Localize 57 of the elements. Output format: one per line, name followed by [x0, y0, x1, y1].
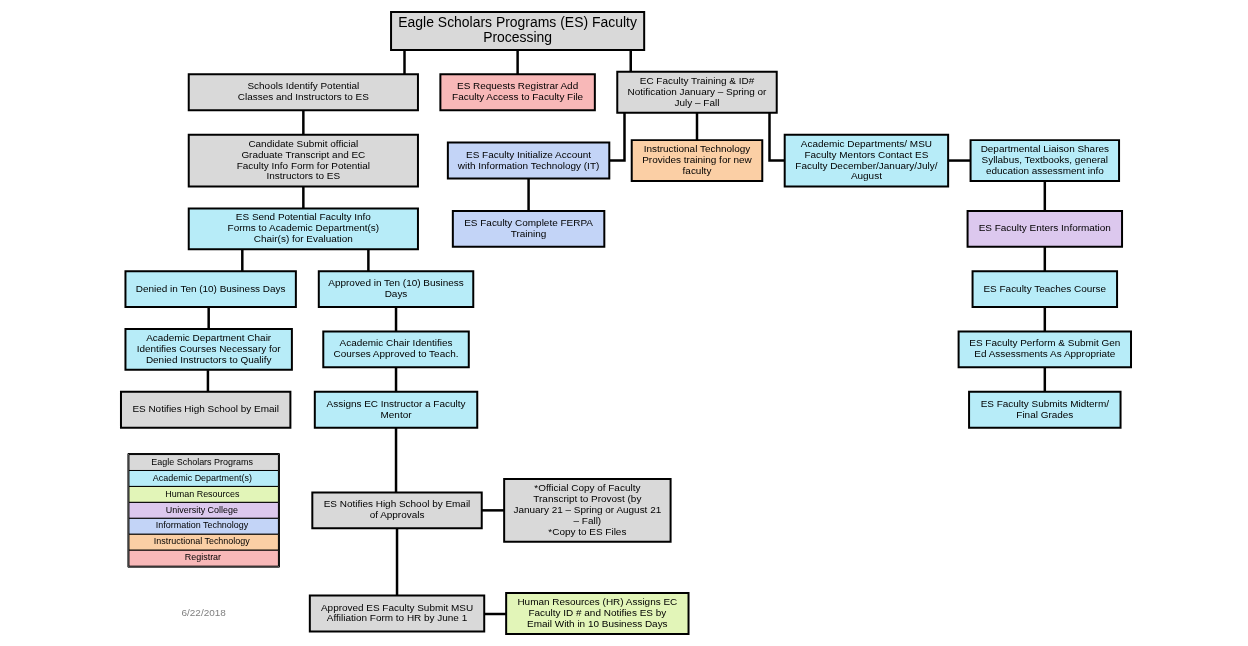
node-box: Approved ES Faculty Submit MSU Affiliation Form to HR by June 1 [308, 594, 486, 633]
connector [516, 50, 519, 75]
connector [367, 249, 370, 271]
node-box: ES Faculty Enters Information [966, 209, 1124, 248]
connector [241, 249, 244, 271]
node-box: ES Requests Registrar Add Faculty Access to Faculty File [439, 73, 596, 112]
node-box: Schools Identify Potential Classes and Instructors to ES [187, 73, 419, 112]
node-box: ES Faculty Initialize Account with Information Technology (IT) [446, 141, 611, 180]
node-box: Instructional Technology Provides training for new faculty [630, 139, 764, 182]
node-box: Candidate Submit official Graduate Transcript and EC Faculty Info Form for Potential Instructors to ES [187, 133, 419, 188]
node-box: Assigns EC Instructor a Faculty Mentor [313, 390, 479, 429]
connector [629, 50, 632, 72]
legend-label: University College [165, 504, 238, 515]
connector [695, 112, 699, 141]
node-box: ES Send Potential Faculty Info Forms to Academic Department(s) Chair(s) for Evaluation [187, 207, 419, 251]
connector [527, 178, 530, 211]
node-box: EC Faculty Training & ID# Notification January – Spring or July – Fall [616, 70, 778, 114]
node-box: ES Faculty Complete FERPA Training [451, 209, 606, 248]
connector [394, 427, 398, 493]
connector [481, 509, 504, 512]
connector [609, 112, 626, 162]
legend-label: Human Resources [165, 488, 240, 499]
node-box: ES Faculty Submits Midterm/ Final Grades [968, 390, 1122, 429]
connector [395, 528, 399, 596]
connector [394, 367, 398, 392]
node-box: ES Notifies High School by Email [119, 390, 292, 429]
node-box: Human Resources (HR) Assigns EC Faculty ID # and Notifies ES by Email With in 10 Business Days [505, 592, 690, 635]
connector [948, 159, 971, 162]
node-box: Departmental Liaison Shares Syllabus, Textbooks, general education assessment info [969, 139, 1121, 182]
node-box: ES Faculty Teaches Course [971, 270, 1119, 309]
connector [1043, 307, 1047, 332]
connector [768, 112, 785, 162]
connector [403, 50, 406, 75]
node-box: ES Notifies High School by Email of Approvals [311, 491, 483, 530]
node-box: Approved in Ten (10) Business Days [317, 270, 475, 309]
connector [1043, 181, 1047, 211]
node-box: Academic Departments/ MSU Faculty Mentors Contact ES Faculty December/January/July/ August [783, 133, 950, 188]
connector [207, 307, 210, 329]
label: 6/22/2018 [181, 607, 226, 618]
connector [1043, 246, 1047, 272]
node-box: *Official Copy of Faculty Transcript to Provost (by January 21 – Spring or August 21 – Fall) *Copy to ES Files [503, 477, 672, 543]
legend-label: Academic Department(s) [152, 472, 252, 483]
node-box: Academic Department Chair Identifies Courses Necessary for Denied Instructors to Qualify [124, 328, 293, 371]
connector [206, 370, 210, 392]
connector [394, 307, 398, 332]
connector [302, 186, 305, 209]
node-box: Denied in Ten (10) Business Days [124, 270, 297, 309]
legend-label: Registrar [184, 552, 222, 563]
node-box: ES Faculty Perform & Submit Gen Ed Assessments As Appropriate [957, 330, 1132, 369]
legend-label: Information Technology [155, 520, 249, 531]
node-box: Academic Chair Identifies Courses Approved to Teach. [322, 330, 470, 369]
connector [484, 612, 506, 616]
legend-label: Instructional Technology [153, 536, 250, 547]
connector [1043, 367, 1047, 392]
legend-label: Eagle Scholars Programs [151, 456, 253, 467]
connector [302, 110, 305, 135]
node-box: Eagle Scholars Programs (ES) Faculty Processing [390, 11, 646, 51]
